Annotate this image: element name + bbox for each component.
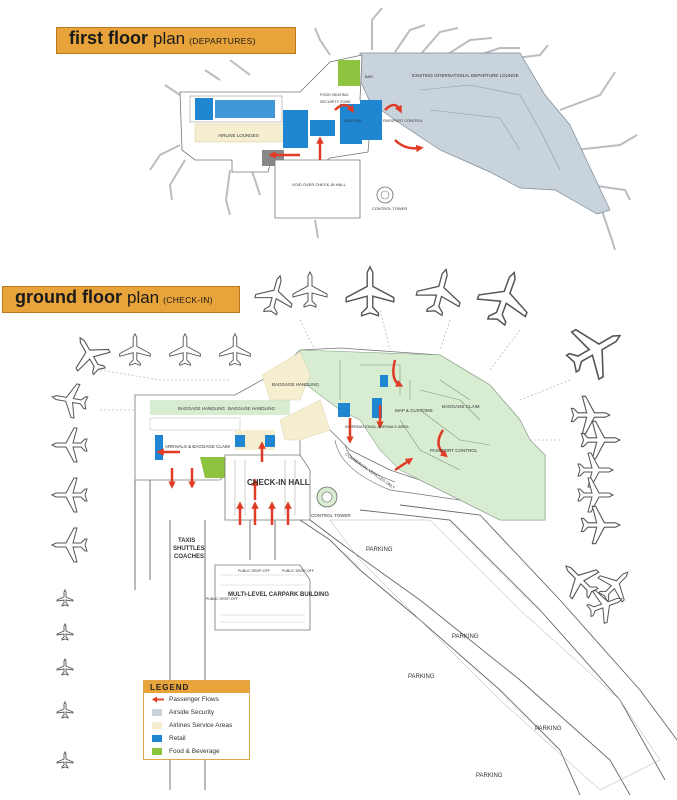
airlines-swatch [152,722,162,729]
ground-floor-title-bold: ground floor [15,287,122,307]
ground-floor-title: ground floor plan (CHECK-IN) [2,286,240,313]
label-parking-4: PARKING [535,726,562,732]
ground-floor-plan: BAGGAGE HANDLING BAGGAGE HANDLING BAGGAG… [48,263,677,796]
ground-floor-title-sub: (CHECK-IN) [163,295,213,305]
label-parking-5: PARKING [476,773,503,779]
multilevel-carpark [214,564,311,631]
label-shuttles: SHUTTLES [173,546,205,552]
label-parking-1: PARKING [366,547,393,553]
label-central: CENTRAL [344,119,362,123]
label-checkin-hall: CHECK-IN HALL [247,478,310,487]
legend-label: Airside Security [169,709,215,716]
retail-block [155,435,163,460]
label-parking-2: PARKING [452,634,479,640]
first-floor-title-sub: (DEPARTURES) [189,36,256,46]
label-food-seating: FOOD SEATING [320,93,348,97]
food-swatch [152,748,162,755]
legend-label: Passenger Flows [169,696,219,703]
legend-item-retail: Retail [144,732,249,745]
label-baggage-handling-1: BAGGAGE HANDLING [178,406,226,411]
label-baggage-handling-2: BAGGAGE HANDLING [228,406,276,411]
label-control-tower-gf: CONTROL TOWER [311,513,351,518]
legend-label: Food & Beverage [169,748,220,755]
retail-swatch [152,735,162,742]
label-control-tower-ff: CONTROL TOWER [372,206,407,211]
first-floor-title: first floor plan (DEPARTURES) [56,27,296,54]
label-existing-lounge: EXISTING INTERNATIONAL DEPARTURE LOUNGE [412,73,519,78]
label-baggage-claim: BAGGAGE CLAIM [442,404,480,409]
label-security-zone: SECURITY ZONE [320,100,351,104]
arrow-icon [152,696,164,703]
legend-title: LEGEND [144,681,249,693]
label-carpark: MULTI-LEVEL CARPARK BUILDING [228,592,329,598]
map-legend: LEGEND Passenger Flows Airside Security … [143,680,250,760]
label-arrivals-claim: ARRIVALS & BAGGAGE CLAIM [165,444,230,449]
label-public-dropoff-3: PUBLIC DROP-OFF [206,597,238,601]
ground-floor-title-light: plan [126,288,160,307]
legend-item-food: Food & Beverage [144,745,249,758]
first-floor-title-bold: first floor [69,28,148,48]
label-bar: BAR [365,75,373,79]
label-airline-lounges: AIRLINE LOUNGES [218,133,259,138]
label-passport-control-gf: PASSPORT CONTROL [430,448,478,453]
checkin-hall [224,454,311,521]
legend-item-airlines: Airlines Service Areas [144,719,249,732]
retail-zone [195,98,213,120]
label-void-checkin: VOID OVER CHECK-IN HALL [292,182,347,187]
label-public-dropoff-1: PUBLIC DROP-OFF [238,569,270,573]
airside-security-zone [299,349,546,521]
legend-label: Airlines Service Areas [169,722,233,729]
food-block [200,457,225,478]
legend-item-passenger-flows: Passenger Flows [144,693,249,706]
label-parking-3: PARKING [408,674,435,680]
first-floor-plan: EXISTING INTERNATIONAL DEPARTURE LOUNGE … [149,7,638,251]
food-zone [338,60,360,86]
label-coaches: COACHES [174,554,204,560]
void-checkin-hall [274,159,361,219]
first-floor-title-light: plan [153,29,186,48]
legend-item-airside: Airside Security [144,706,249,719]
airside-swatch [152,709,162,716]
label-public-dropoff-2: PUBLIC DROP-OFF [282,569,314,573]
label-international-arrivals: INTERNATIONAL ARRIVALS AREA [345,424,409,429]
label-passport-control-ff: PASSPORT CONTROL [383,119,423,123]
label-taxis: TAXIS [178,538,195,544]
legend-label: Retail [169,735,186,742]
label-baggage-handling-3: BAGGAGE HANDLING [272,382,320,387]
label-map-customs: MAP & CUSTOMS [395,408,433,413]
